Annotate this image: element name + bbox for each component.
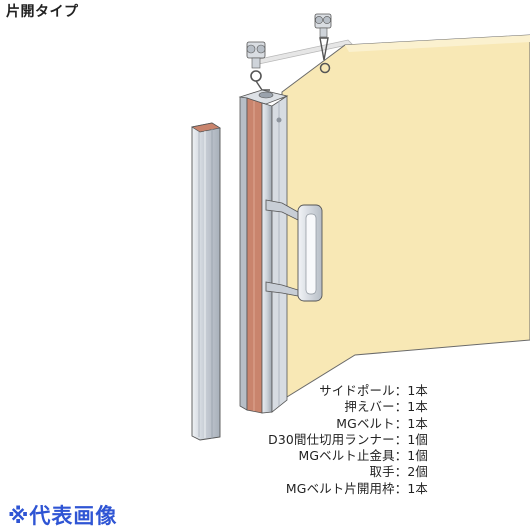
page-title: 片開タイプ	[6, 4, 79, 20]
parts-list-item: MGベルト：1本	[336, 415, 428, 431]
runner-right	[314, 13, 332, 74]
runner-left	[246, 41, 270, 91]
parts-list-item: MGベルト止金具：1個	[298, 448, 428, 464]
handle	[265, 199, 323, 302]
parts-list-item: サイドポール：1本	[319, 383, 428, 398]
side-pole	[239, 95, 288, 414]
curtain-panel	[281, 34, 530, 401]
parts-list-item: 押えバー：1本	[344, 399, 428, 415]
product-illustration	[191, 13, 530, 441]
parts-list-item: D30間仕切用ランナー：1個	[268, 431, 428, 447]
parts-list-item: 取手：2個	[369, 464, 428, 480]
press-bar	[191, 122, 221, 441]
parts-list-item: MGベルト片開用枠：1本	[285, 480, 428, 496]
parts-list: サイドポール：1本 押えバー：1本 MGベルト：1本 D30間仕切用ランナー：1…	[218, 383, 428, 497]
representative-image-label: ※代表画像	[8, 504, 118, 528]
